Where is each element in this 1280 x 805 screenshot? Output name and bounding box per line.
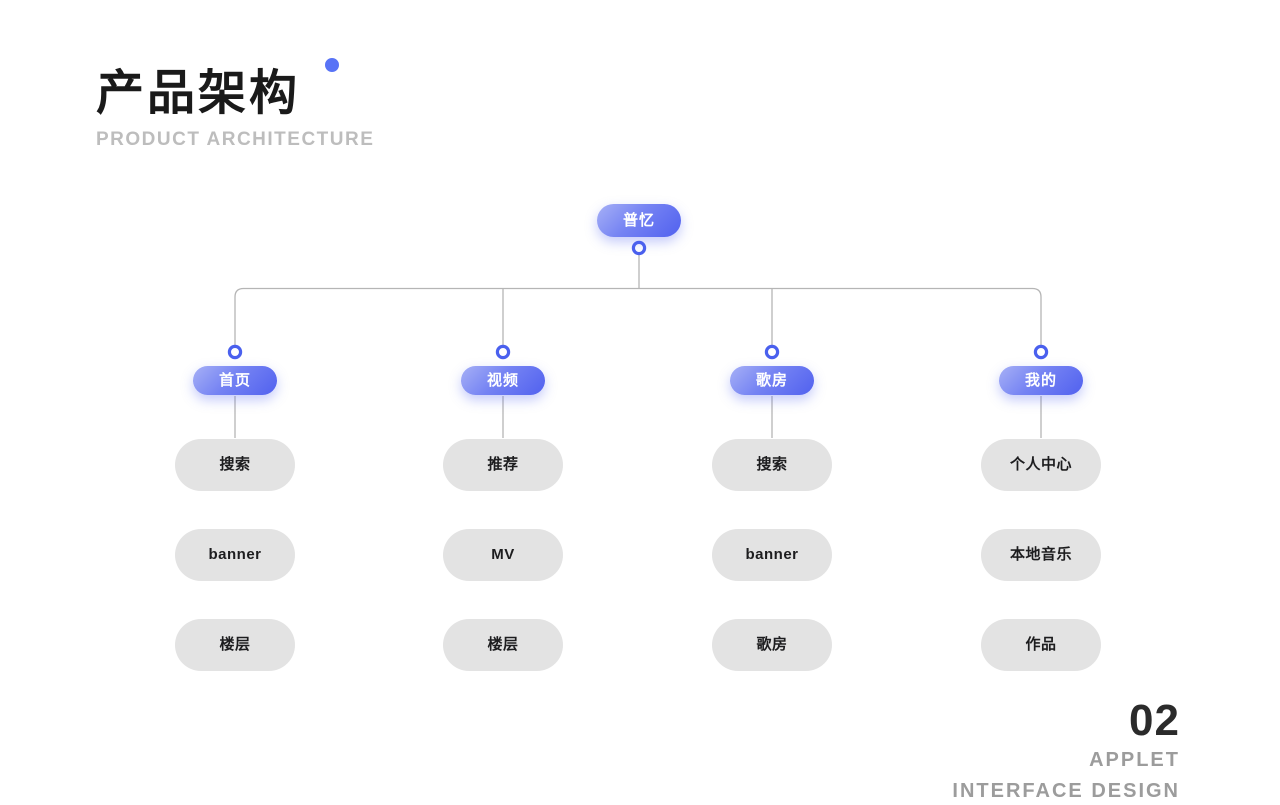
page-subtitle: PRODUCT ARCHITECTURE: [96, 129, 375, 151]
tree-parent-node: 首页: [193, 366, 277, 395]
page-title: 产品架构: [96, 67, 301, 120]
junction-circle-root: [631, 240, 647, 256]
footer: 02 APPLET INTERFACE DESIGN: [952, 696, 1180, 805]
tree-child-node: banner: [712, 529, 832, 581]
tree-root-node: 普忆: [597, 204, 681, 237]
tree-parent-node: 歌房: [730, 366, 814, 395]
tree-column-home: 首页 搜索 banner 楼层: [155, 366, 315, 671]
tree-child-node: MV: [443, 529, 563, 581]
tree-child-node: 楼层: [443, 619, 563, 671]
tree-child-node: 搜索: [175, 439, 295, 491]
junction-circle-col3: [764, 344, 780, 360]
tree-column-video: 视频 推荐 MV 楼层: [423, 366, 583, 671]
tree-parent-node: 视频: [461, 366, 545, 395]
tree-child-node: 作品: [981, 619, 1101, 671]
tree-column-songroom: 歌房 搜索 banner 歌房: [692, 366, 852, 671]
tree-parent-node: 我的: [999, 366, 1083, 395]
tree-child-node: 本地音乐: [981, 529, 1101, 581]
footer-caption-line1: APPLET: [1089, 749, 1180, 772]
tree-child-node: 楼层: [175, 619, 295, 671]
tree-child-node: 歌房: [712, 619, 832, 671]
tree-child-node: 个人中心: [981, 439, 1101, 491]
tree-child-node: 搜索: [712, 439, 832, 491]
junction-circle-col4: [1033, 344, 1049, 360]
tree-column-mine: 我的 个人中心 本地音乐 作品: [961, 366, 1121, 671]
header: 产品架构 PRODUCT ARCHITECTURE: [96, 66, 374, 151]
tree-child-node: banner: [175, 529, 295, 581]
junction-circle-col2: [495, 344, 511, 360]
tree-child-node: 推荐: [443, 439, 563, 491]
footer-caption-line2: INTERFACE DESIGN: [952, 780, 1180, 803]
connector-horizontal-rail: [234, 287, 1042, 345]
page-number: 02: [1129, 696, 1180, 745]
junction-circle-col1: [227, 344, 243, 360]
